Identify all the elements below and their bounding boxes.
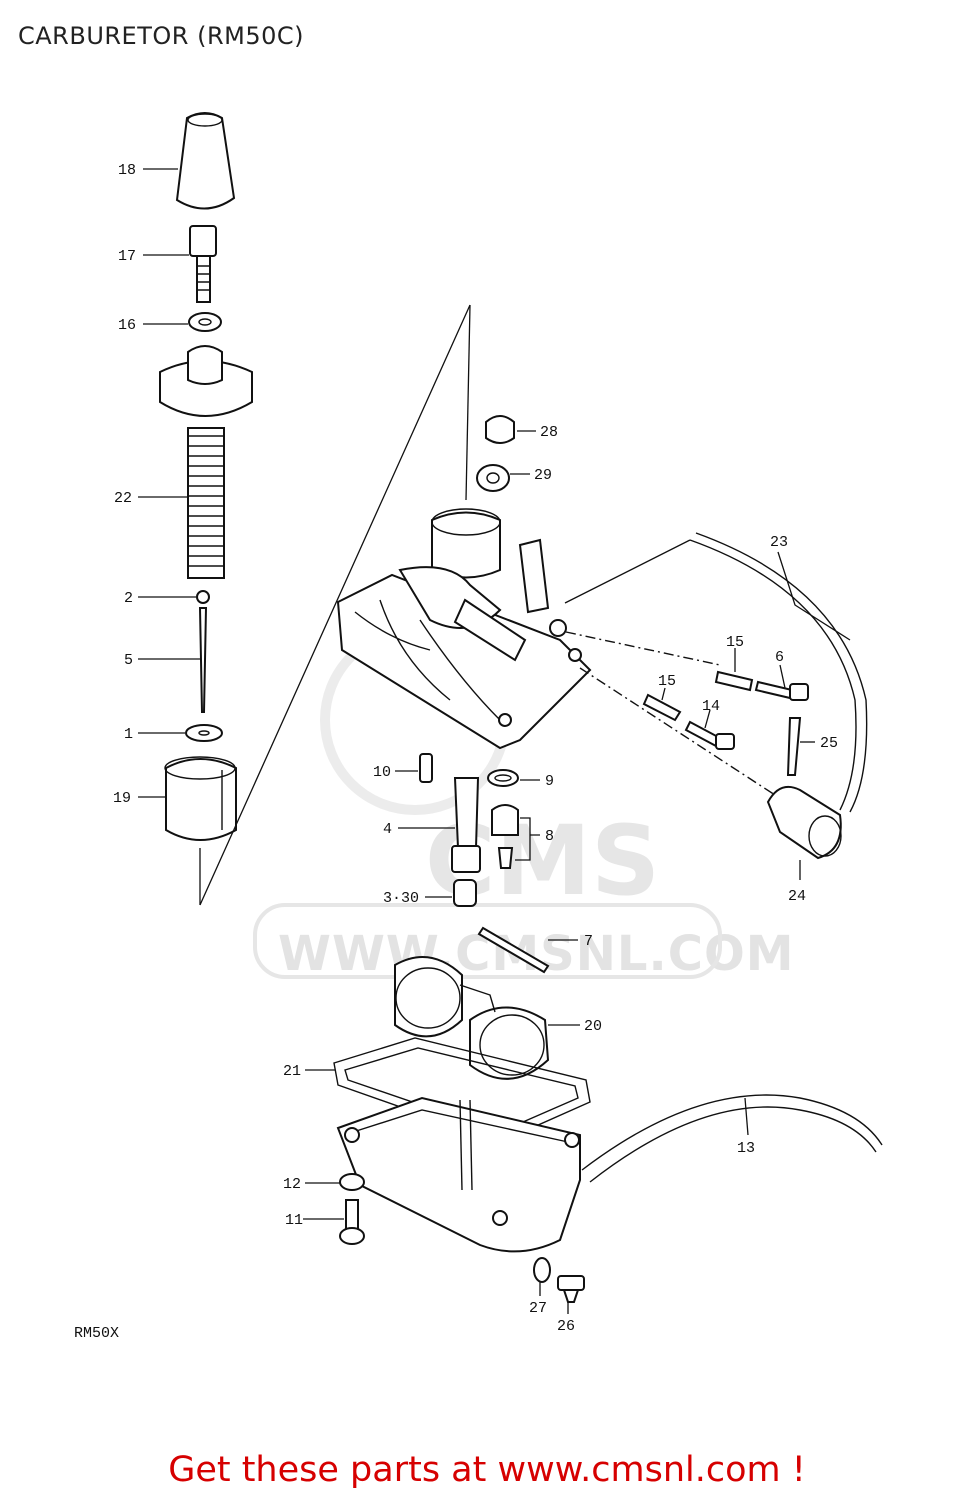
part-26-drain-plug[interactable] [557,1275,585,1303]
part-25-spring[interactable] [786,717,802,776]
part-4-needle-jet[interactable] [451,777,481,873]
page-title: CARBURETOR (RM50C) [18,22,304,50]
callout-4: 4 [383,821,392,838]
watermark-frame [253,903,722,979]
part-14-pilot-air-screw[interactable] [684,720,735,750]
callout-22: 22 [114,490,132,507]
callout-18: 18 [118,162,136,179]
model-code: RM50X [74,1325,120,1342]
callout-10: 10 [373,764,391,781]
part-10-pilot-jet[interactable] [419,753,433,783]
callout-11: 11 [285,1212,303,1229]
part-1-washer[interactable] [185,724,223,742]
part-6-throttle-stop-screw[interactable] [754,680,809,701]
callout-23: 23 [770,534,788,551]
callout-12: 12 [283,1176,301,1193]
callout-21: 21 [283,1063,301,1080]
part-3-30-main-jet[interactable] [453,879,477,907]
part-7-float-pin[interactable] [477,926,550,974]
callout-8: 8 [545,828,554,845]
callout-15-upper: 15 [726,634,744,651]
part-carburetor-body[interactable] [336,508,592,750]
part-5-jet-needle[interactable] [198,607,208,713]
part-20-float[interactable] [394,956,550,1080]
part-18-cap-boot[interactable] [175,112,236,210]
leader-lines [138,168,851,1314]
callout-2: 2 [124,590,133,607]
callout-15-lower: 15 [658,673,676,690]
part-29-washer[interactable] [476,464,510,492]
callout-27: 27 [529,1300,547,1317]
part-24-choke-cap[interactable] [766,786,842,860]
callout-25: 25 [820,735,838,752]
callout-13: 13 [737,1140,755,1157]
callout-1: 1 [124,726,133,743]
callout-28: 28 [540,424,558,441]
part-28-cap[interactable] [485,415,515,444]
footer-shop-link[interactable]: Get these parts at www.cmsnl.com ! [168,1450,806,1490]
part-15-pilot-screw-spring-a[interactable] [714,670,754,692]
part-12-washer[interactable] [339,1173,365,1191]
part-17-cable-adjuster[interactable] [189,225,217,303]
part-22-throttle-spring[interactable] [187,427,225,579]
part-8-needle-valve-set[interactable] [491,804,519,869]
part-27-washer[interactable] [533,1257,551,1283]
guide-line-throttle [199,304,471,906]
callout-20: 20 [584,1018,602,1035]
callout-6: 6 [775,649,784,666]
part-float-chamber[interactable] [336,1096,581,1253]
guide-line-top [465,304,471,501]
callout-19: 19 [113,790,131,807]
part-2-needle-clip[interactable] [196,590,210,604]
part-mixing-chamber-top[interactable] [159,345,253,417]
part-19-throttle-valve[interactable] [164,756,237,841]
callout-29: 29 [534,467,552,484]
part-15-pilot-screw-spring-b[interactable] [642,693,682,722]
callout-17: 17 [118,248,136,265]
part-23-air-vent-hose[interactable] [689,532,868,813]
part-9-o-ring[interactable] [487,769,519,787]
part-11-screw[interactable] [339,1199,365,1245]
part-13-overflow-hose[interactable] [581,1094,883,1183]
part-16-lock-nut[interactable] [188,312,222,332]
guide-line-screws [565,631,721,666]
callout-16: 16 [118,317,136,334]
callout-5: 5 [124,652,133,669]
callout-7: 7 [584,933,593,950]
callout-14: 14 [702,698,720,715]
guide-line-hose [564,539,691,604]
callout-26: 26 [557,1318,575,1335]
callout-24: 24 [788,888,806,905]
callout-3-30: 3·30 [383,890,419,907]
callout-9: 9 [545,773,554,790]
part-21-float-chamber-gasket[interactable] [333,1037,591,1143]
